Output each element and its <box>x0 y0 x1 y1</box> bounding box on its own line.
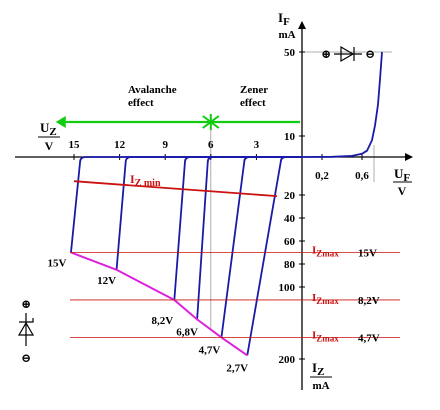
izmax-label: IZmax <box>312 329 339 343</box>
izmin-label: IZ min <box>130 172 161 189</box>
forward-curve <box>301 51 383 158</box>
iz-tick-label: 60 <box>284 236 296 248</box>
uf-axis-unit: V <box>398 184 407 198</box>
iz-tick-label: 40 <box>284 213 296 225</box>
guide-lines-layer <box>210 51 392 331</box>
uz-tick-label: 3 <box>254 139 260 151</box>
uz-tick-label: 15 <box>69 139 81 151</box>
izmin-line <box>73 180 278 198</box>
if-tick-label: 50 <box>284 47 296 59</box>
izmax-label: IZmax <box>312 292 339 306</box>
if-tick-label: 10 <box>284 131 296 143</box>
iz-axis-title: IZ <box>312 360 324 378</box>
zener-curve <box>196 156 302 320</box>
izmax-value-label: 4,7V <box>358 332 380 344</box>
uf-tick-label: 0,2 <box>315 170 329 182</box>
zener-curve <box>220 156 302 338</box>
zener-label-line2: effect <box>240 97 266 109</box>
reverse-minus-symbol: ⊖ <box>21 351 31 365</box>
reverse-diode-icon <box>17 321 35 336</box>
iz-axis-unit: mA <box>312 380 329 392</box>
axes-layer <box>15 21 413 390</box>
forward-plus-symbol: ⊕ <box>321 47 331 61</box>
zener-curve <box>70 156 302 253</box>
zener-curve-label: 15V <box>47 258 66 270</box>
zener-curve-label: 8,2V <box>151 315 173 327</box>
uz-tick-label: 12 <box>114 139 126 151</box>
izmax-value-label: 15V <box>358 248 377 260</box>
iz-tick-label: 100 <box>279 282 296 294</box>
region-arrow-head-left <box>55 116 66 128</box>
zener-curve-label: 2,7V <box>226 362 248 374</box>
forward-minus-symbol: ⊖ <box>365 47 375 61</box>
uf-axis-title: UF <box>394 166 410 184</box>
uz-axis-title: UZ <box>40 120 57 138</box>
iz-tick-label: 20 <box>284 190 296 202</box>
forward-diode-icon <box>340 45 355 63</box>
max-power-envelope <box>70 251 248 357</box>
uf-tick-label: 0,6 <box>355 170 369 182</box>
zener-curve <box>115 156 302 270</box>
uz-axis-unit: V <box>45 139 54 153</box>
izmax-value-label: 8,2V <box>358 295 380 307</box>
iz-tick-label: 80 <box>284 259 296 271</box>
reverse-plus-symbol: ⊕ <box>21 297 31 311</box>
if-axis-title: IF <box>278 10 290 28</box>
uz-tick-label: 6 <box>208 139 214 151</box>
reverse-diode-bar <box>19 318 34 323</box>
zener-curve-label: 6,8V <box>176 326 198 338</box>
zener-curve <box>173 156 302 301</box>
curves-layer <box>55 51 400 357</box>
iz-tick-label: 200 <box>279 354 296 366</box>
if-axis-unit: mA <box>278 29 295 41</box>
zener-curve-label: 12V <box>97 275 116 287</box>
uz-tick-label: 9 <box>162 139 168 151</box>
zener-curve <box>246 156 302 356</box>
avalanche-label-line2: effect <box>128 97 154 109</box>
zener-curve-label: 4,7V <box>199 344 221 356</box>
avalanche-label-line1: Avalanche <box>128 84 177 96</box>
zener-label-line1: Zener <box>240 84 268 96</box>
izmax-label: IZmax <box>312 245 339 259</box>
